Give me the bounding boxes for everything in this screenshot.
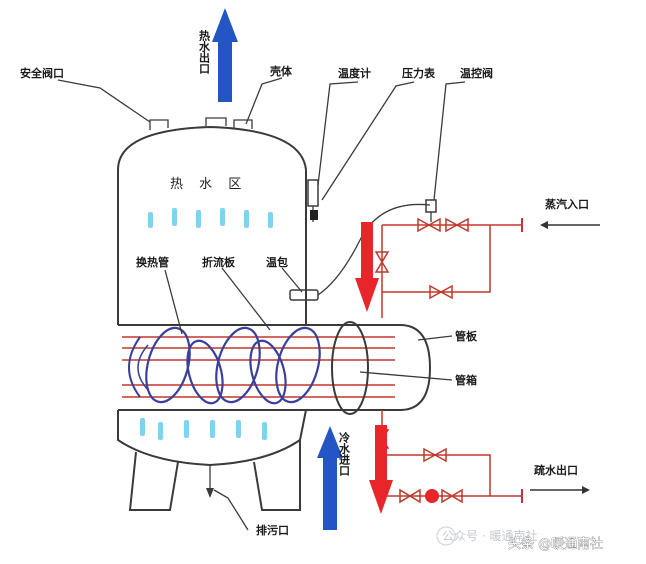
baffle-plate-label: 折流板 bbox=[202, 255, 236, 269]
thermometer-device bbox=[307, 179, 319, 222]
flow-hints-top bbox=[148, 208, 273, 228]
flow-hints-bottom bbox=[140, 418, 267, 440]
watermark-faded-text: 公众号 · 暖通南社 bbox=[442, 528, 537, 543]
tube-box-label: 管箱 bbox=[455, 373, 477, 387]
steam-inlet-label: 蒸汽入口 bbox=[545, 197, 589, 211]
watermark: 公众号 · 暖通南社 头条 @暖通南社 bbox=[436, 526, 603, 552]
tank-body-label: 壳体 bbox=[269, 64, 293, 78]
tank-shell bbox=[117, 117, 307, 467]
drain-outlet-label: 疏水出口 bbox=[534, 463, 578, 477]
capillary-line bbox=[317, 203, 431, 296]
safety-valve-port-label: 安全阀口 bbox=[20, 66, 64, 80]
tube-sheet-label: 管板 bbox=[455, 329, 478, 343]
temp-bulb-label: 温包 bbox=[266, 255, 288, 269]
steam-piping bbox=[374, 199, 523, 318]
thermometer-label: 温度计 bbox=[338, 66, 371, 80]
hot-water-zone-label: 热 水 区 bbox=[170, 177, 247, 192]
hot-water-outlet-label: 热水出口 bbox=[198, 29, 211, 75]
baffle-plates bbox=[145, 326, 321, 405]
tube-sheet bbox=[331, 321, 369, 415]
drain-piping bbox=[374, 410, 523, 504]
support-legs bbox=[128, 440, 301, 511]
cold-water-inlet-arrow bbox=[317, 426, 343, 530]
steam-inlet-side-arrow bbox=[540, 221, 600, 229]
sewage-pipe bbox=[206, 465, 214, 498]
sewage-outlet-label: 排污口 bbox=[256, 523, 289, 537]
watermark-text: 头条 @暖通南社 bbox=[508, 536, 603, 552]
drain-outlet-side-arrow bbox=[530, 486, 590, 494]
hot-water-outlet-arrow bbox=[212, 8, 238, 102]
drain-down-arrow bbox=[369, 425, 393, 514]
heat-exchange-tube-label: 换热管 bbox=[136, 255, 169, 269]
pressure-gauge-label: 压力表 bbox=[402, 66, 436, 80]
temp-bulb-device bbox=[289, 289, 319, 301]
steam-inlet-down-arrow bbox=[355, 222, 379, 312]
cold-water-inlet-label: 冷水进口 bbox=[338, 431, 351, 477]
leader-lines bbox=[57, 77, 466, 531]
temp-control-valve-label: 温控阀 bbox=[460, 66, 493, 80]
tube-bundle bbox=[118, 321, 432, 415]
